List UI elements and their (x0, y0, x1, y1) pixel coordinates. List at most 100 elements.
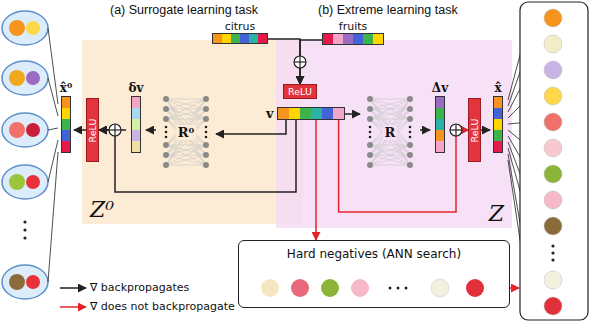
network-unit (203, 106, 209, 112)
vector-cell (436, 108, 444, 119)
connector (420, 129, 430, 131)
connector (99, 120, 296, 192)
region-fill (276, 40, 512, 228)
connector (74, 129, 86, 131)
vector-cell (436, 119, 444, 130)
ellipsis-dot (165, 131, 168, 134)
network-edge (370, 99, 410, 145)
network-unit (163, 106, 169, 112)
network-edge (166, 119, 206, 155)
vector-cell (240, 34, 249, 43)
vector-strip (435, 96, 445, 153)
sum-symbol (114, 124, 115, 136)
fruit-icon (544, 35, 562, 53)
fruit-icon (544, 191, 562, 209)
network-edge (370, 99, 410, 165)
vector-cell (494, 130, 502, 141)
vector-cell (333, 108, 344, 119)
fruit-icon (9, 20, 25, 36)
vector-strip (493, 96, 503, 153)
fruit-icon (544, 113, 562, 131)
relu-box: ReLU (468, 98, 481, 162)
network-edge (370, 109, 410, 165)
vector-cell (322, 108, 333, 119)
network-unit (163, 116, 169, 122)
region-label: Z⁰ (90, 197, 114, 222)
vector-cell (132, 141, 140, 152)
network-edge (166, 119, 206, 145)
vector: δv (126, 80, 146, 153)
connector (315, 120, 317, 240)
network-edge (166, 109, 206, 145)
node-label: ReLU (288, 86, 312, 98)
vector-cell (62, 141, 70, 152)
region-fill (82, 40, 302, 224)
fruit-icon (544, 271, 562, 289)
vector: fruits (322, 20, 384, 45)
network-edge (166, 109, 206, 145)
class-oval (2, 165, 48, 199)
network-edge (370, 99, 410, 100)
vector-cell (278, 108, 289, 119)
fruit-icon (26, 21, 40, 35)
network-edge (166, 145, 206, 155)
network-edge (166, 109, 206, 165)
vector-cell (323, 34, 333, 44)
vector-cell (62, 119, 70, 130)
fruit-icon (26, 123, 40, 137)
class-oval (2, 113, 48, 147)
ellipsis-dot (369, 126, 372, 129)
network-edge (370, 165, 410, 166)
network-unit (367, 96, 373, 102)
vector-cell (132, 119, 140, 130)
region-label: Z (489, 201, 504, 226)
fruit-icon (26, 175, 40, 189)
sum-symbols (109, 56, 462, 136)
vector-cell (249, 34, 258, 43)
network-edge (370, 145, 410, 155)
output-icons (544, 9, 562, 315)
network-edge (166, 145, 206, 165)
network-unit (203, 96, 209, 102)
network-edge (166, 119, 206, 155)
ellipsis-dot (205, 131, 208, 134)
vector-cell (311, 108, 322, 119)
fruit-icon (544, 139, 562, 157)
fruit-icon (9, 274, 25, 290)
vector-cell (62, 130, 70, 141)
connector (481, 129, 490, 131)
network-edge (166, 119, 206, 120)
vector-cell (213, 34, 222, 43)
hard-negative-arrow (510, 287, 519, 289)
ellipsis-dot (551, 244, 554, 247)
fan-line (48, 152, 58, 282)
network-edge (166, 99, 206, 155)
vector-cell (289, 108, 300, 119)
vector-cell (132, 97, 140, 108)
ellipsis-dot (23, 236, 26, 239)
node-label: ReLU (87, 118, 98, 142)
fruit-icon (544, 297, 562, 315)
fan-line (48, 128, 58, 130)
vector-cell (353, 34, 363, 44)
network-edge (166, 145, 206, 146)
fruit-icon (9, 122, 25, 138)
class-oval (2, 61, 48, 95)
network-edge (166, 119, 206, 145)
fruit-icon (544, 9, 562, 27)
node-label: δv (129, 80, 144, 96)
vector: x̂⁰ (58, 80, 74, 153)
node-label: fruits (339, 20, 367, 33)
network-edge (166, 99, 206, 165)
hard-negative-icons (261, 279, 484, 297)
network-edge (166, 99, 206, 165)
fruit-icon (26, 71, 40, 85)
network-edge (370, 119, 410, 165)
ellipsis-dot (165, 126, 168, 129)
sum-symbol (455, 124, 456, 136)
fruit-icon (544, 165, 562, 183)
vector-cell (494, 97, 502, 108)
network-edge (166, 109, 206, 165)
network-unit (407, 106, 413, 112)
vector-cell (363, 34, 373, 44)
